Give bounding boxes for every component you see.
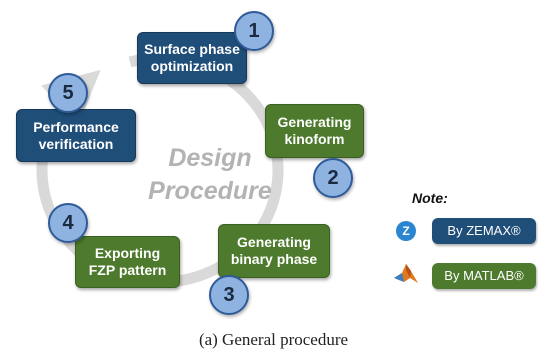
- step-box-performance: Performance verification: [16, 109, 136, 162]
- step-3-line1: Generating: [237, 234, 311, 250]
- step-number-badge-2: 2: [313, 158, 353, 198]
- zemax-icon: Z: [396, 221, 416, 241]
- step-number-badge-5: 5: [48, 73, 88, 113]
- center-title-line2: Procedure: [148, 177, 272, 205]
- step-4-line2: FZP pattern: [88, 262, 167, 278]
- step-number-badge-4: 4: [48, 203, 88, 243]
- step-box-fzp-pattern: Exporting FZP pattern: [75, 236, 180, 288]
- step-5-line2: verification: [38, 135, 114, 152]
- step-box-surface-phase: Surface phase optimization: [137, 32, 247, 84]
- step-2-line2: kinoform: [284, 131, 345, 147]
- step-2-line1: Generating: [277, 114, 352, 130]
- center-title-line1: Design: [168, 144, 252, 172]
- step-box-kinoform: Generating kinoform: [265, 104, 364, 158]
- step-3-line2: binary phase: [230, 251, 318, 267]
- legend-title: Note:: [412, 190, 448, 206]
- step-4-line1: Exporting: [94, 245, 161, 261]
- matlab-icon: [394, 264, 418, 283]
- step-number-badge-1: 1: [234, 11, 274, 51]
- figure-caption: (a) General procedure: [198, 330, 349, 349]
- step-number-badge-3: 3: [209, 275, 249, 315]
- step-1-line1: Surface phase: [144, 41, 240, 57]
- legend-matlab: By MATLAB®: [432, 263, 536, 289]
- step-box-binary-phase: Generating binary phase: [218, 224, 330, 278]
- legend-zemax: By ZEMAX®: [432, 218, 536, 244]
- step-1-line2: optimization: [150, 58, 234, 74]
- step-5-line1: Performance: [33, 118, 119, 135]
